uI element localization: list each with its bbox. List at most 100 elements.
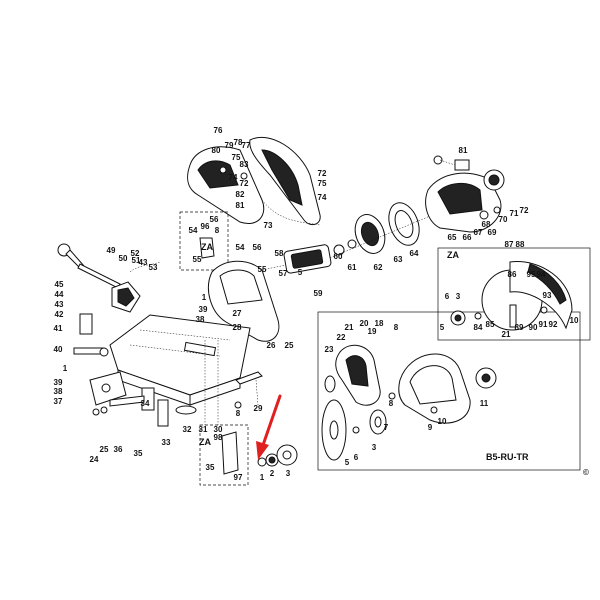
part-label-p75b: 75 — [318, 179, 327, 188]
part-label-p80: 80 — [212, 146, 221, 155]
handle-clip-part — [199, 237, 215, 259]
part-label-p66: 66 — [463, 233, 472, 242]
part-label-pZA1: ZA — [201, 242, 213, 252]
part-label-p5b: 5 — [345, 458, 350, 467]
part-label-p52: 52 — [131, 249, 140, 258]
part-label-p35b: 35 — [206, 463, 215, 472]
part-label-p6b: 6 — [445, 292, 450, 301]
part-label-p77: 77 — [242, 141, 251, 150]
part-label-p50: 50 — [119, 254, 128, 263]
part-label-p64: 64 — [410, 249, 419, 258]
part-label-p11: 11 — [480, 399, 489, 408]
part-label-p37: 37 — [54, 397, 63, 406]
part-label-p29: 29 — [254, 404, 263, 413]
part-label-p31: 31 — [199, 425, 208, 434]
part-label-p62: 62 — [374, 263, 383, 272]
part-label-p97: 97 — [234, 473, 243, 482]
part-label-p76: 76 — [214, 126, 223, 135]
part-label-p43a: 43 — [139, 258, 148, 267]
za-bracket-detail-box — [199, 424, 249, 486]
red-pointer-arrow — [256, 394, 282, 460]
part-label-p70: 70 — [499, 215, 508, 224]
bracket-part — [221, 431, 239, 475]
part-label-p34: 34 — [141, 399, 150, 408]
part-label-p55a: 55 — [193, 255, 202, 264]
part-label-p22: 22 — [337, 333, 346, 342]
part-label-p85: 85 — [486, 320, 495, 329]
part-label-p75: 75 — [232, 153, 241, 162]
part-label-p59: 59 — [314, 289, 323, 298]
part-label-p30: 30 — [214, 425, 223, 434]
za-guard-assembly — [450, 261, 573, 331]
part-label-p68: 68 — [482, 220, 491, 229]
part-label-p58: 58 — [275, 249, 284, 258]
part-label-p40: 40 — [54, 345, 63, 354]
part-label-p67: 67 — [474, 228, 483, 237]
part-label-p93: 93 — [543, 291, 552, 300]
part-label-p51: 51 — [132, 256, 141, 265]
part-label-p1a: 1 — [63, 364, 68, 373]
part-label-p38a: 38 — [54, 387, 63, 396]
part-label-p26: 26 — [267, 341, 276, 350]
part-label-p39b: 39 — [199, 305, 208, 314]
model-code-label: B5-RU-TR — [486, 452, 529, 462]
part-label-p43b: 43 — [55, 300, 64, 309]
part-label-p92: 92 — [549, 320, 558, 329]
part-label-p6a: 6 — [354, 453, 359, 462]
part-label-p54b: 54 — [236, 243, 245, 252]
part-label-p84: 84 — [474, 323, 483, 332]
part-label-p21b: 21 — [502, 330, 511, 339]
za-guard-detail-box — [437, 247, 591, 341]
part-label-p74a: 74 — [229, 173, 238, 182]
part-label-p2: 2 — [270, 469, 275, 478]
base-plate — [89, 314, 251, 406]
part-label-p63: 63 — [394, 255, 403, 264]
part-label-p45: 45 — [55, 280, 64, 289]
part-label-p49: 49 — [107, 246, 116, 255]
part-label-p65: 65 — [448, 233, 457, 242]
part-label-p41: 41 — [54, 324, 63, 333]
part-label-p72b: 72 — [318, 169, 327, 178]
part-label-p90: 90 — [529, 323, 538, 332]
part-label-p3a: 3 — [286, 469, 291, 478]
part-label-p19: 19 — [368, 327, 377, 336]
part-label-p56a: 56 — [210, 215, 219, 224]
part-label-p25b: 25 — [100, 445, 109, 454]
part-label-p24: 24 — [90, 455, 99, 464]
b5-ru-tr-detail-box — [317, 311, 581, 471]
part-label-p82: 82 — [236, 190, 245, 199]
part-label-p55b: 55 — [258, 265, 267, 274]
part-label-pZA2: ZA — [199, 437, 211, 447]
part-label-p98: 98 — [214, 433, 223, 442]
part-label-p81b: 81 — [459, 146, 468, 155]
part-label-p86: 86 — [508, 270, 517, 279]
za-label: ZA — [447, 250, 459, 260]
part-label-p20: 20 — [360, 319, 369, 328]
part-label-p5c: 5 — [440, 323, 445, 332]
part-label-p18: 18 — [375, 319, 384, 328]
part-label-p73: 73 — [264, 221, 273, 230]
part-label-p95: 95 — [527, 270, 536, 279]
part-label-p8b: 8 — [236, 409, 241, 418]
part-label-p44: 44 — [55, 290, 64, 299]
copyright-mark: © — [583, 468, 589, 477]
part-label-p72c: 72 — [520, 206, 529, 215]
part-label-p28: 28 — [233, 323, 242, 332]
guard-and-blade-assembly — [321, 344, 497, 461]
za-handle-detail-box — [179, 211, 229, 271]
part-label-p54a: 54 — [189, 226, 198, 235]
part-label-p33: 33 — [162, 438, 171, 447]
part-label-p8a: 8 — [215, 226, 220, 235]
part-label-p87: 87 — [505, 240, 514, 249]
part-label-p74b: 74 — [318, 193, 327, 202]
gearbox-assembly — [425, 155, 505, 233]
part-label-p38b: 38 — [196, 315, 205, 324]
part-label-p35a: 35 — [134, 449, 143, 458]
part-label-p56b: 56 — [253, 243, 262, 252]
part-label-p7: 7 — [384, 423, 389, 432]
part-label-p57: 57 — [279, 269, 288, 278]
part-label-p23: 23 — [325, 345, 334, 354]
part-label-p39a: 39 — [54, 378, 63, 387]
